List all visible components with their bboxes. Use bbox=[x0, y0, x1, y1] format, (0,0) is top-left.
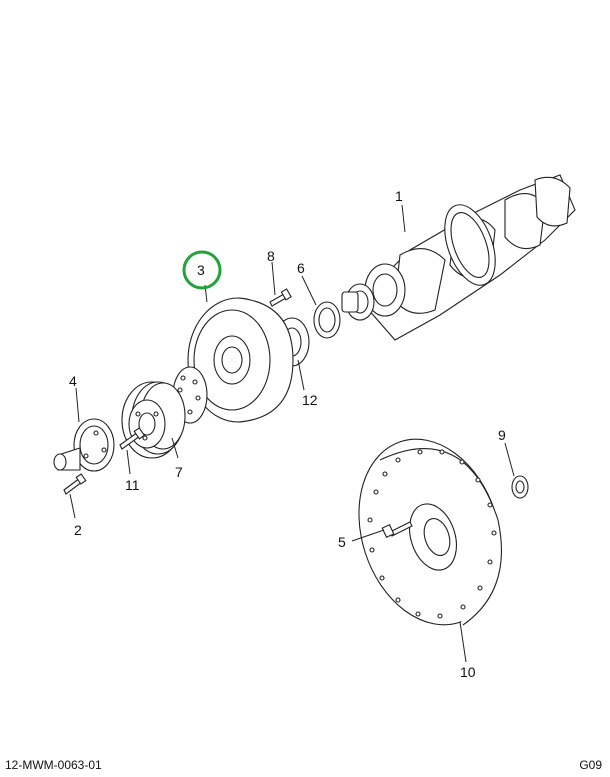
callout-9[interactable]: 9 bbox=[498, 427, 506, 443]
vibration-damper[interactable] bbox=[187, 297, 294, 423]
callout-2[interactable]: 2 bbox=[74, 522, 82, 538]
drawing-number: 12-MWM-0063-01 bbox=[5, 758, 102, 772]
callout-12[interactable]: 12 bbox=[302, 392, 318, 408]
callout-4[interactable]: 4 bbox=[69, 373, 77, 389]
callout-3[interactable]: 3 bbox=[197, 262, 205, 278]
crankshaft[interactable] bbox=[341, 174, 576, 341]
leader-lines bbox=[69, 204, 515, 663]
callout-11[interactable]: 11 bbox=[125, 477, 140, 493]
highlight-ring bbox=[182, 250, 222, 290]
bolt-top[interactable] bbox=[269, 288, 292, 307]
pilot-bearing[interactable] bbox=[511, 475, 529, 499]
callout-6[interactable]: 6 bbox=[297, 260, 305, 276]
group-code: G09 bbox=[579, 758, 602, 772]
callout-5[interactable]: 5 bbox=[338, 534, 346, 550]
callout-1[interactable]: 1 bbox=[395, 188, 403, 204]
bolt-hub[interactable] bbox=[63, 473, 87, 495]
pulley[interactable] bbox=[121, 381, 186, 459]
bolt-flywheel[interactable] bbox=[381, 521, 413, 538]
callout-7[interactable]: 7 bbox=[175, 464, 183, 480]
seal[interactable] bbox=[313, 301, 341, 339]
callout-10[interactable]: 10 bbox=[460, 664, 476, 680]
hub[interactable] bbox=[53, 418, 115, 472]
bolt-pulley[interactable] bbox=[119, 427, 146, 450]
callout-8[interactable]: 8 bbox=[267, 248, 275, 264]
flywheel[interactable] bbox=[336, 421, 524, 644]
